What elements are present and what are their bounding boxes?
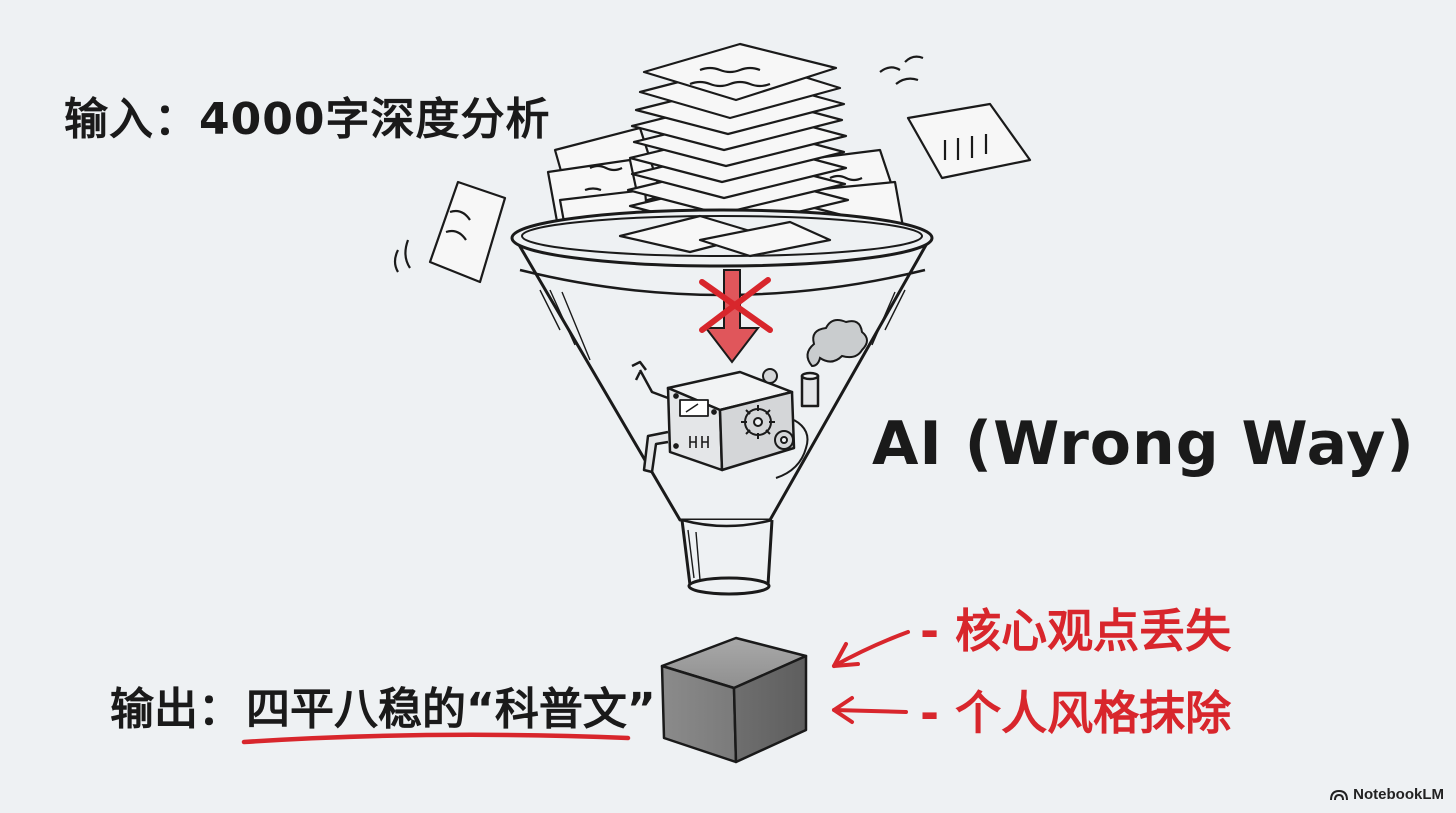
flying-paper-right-icon	[879, 55, 1032, 180]
cube-icon	[660, 636, 808, 764]
crossed-arrow-icon	[699, 269, 773, 364]
output-underline	[241, 732, 631, 745]
flying-paper-left-icon	[393, 180, 507, 284]
watermark-text: NotebookLM	[1353, 786, 1444, 803]
watermark-icon	[1330, 789, 1349, 800]
output-text: 四平八稳的“科普文”	[246, 684, 656, 735]
output-prefix: 输出：	[110, 684, 242, 735]
loss-note-core-ideas: - 核心观点丢失	[920, 604, 1232, 658]
gear-icon	[741, 368, 794, 450]
loss-arrow-2	[832, 696, 908, 724]
smoke-icon	[806, 319, 868, 368]
ai-label: AI (Wrong Way)	[872, 409, 1415, 479]
paper-entering-icon	[618, 214, 832, 258]
watermark: NotebookLM	[1330, 786, 1444, 803]
machine-icon	[631, 360, 820, 479]
loss-arrow-1	[832, 630, 910, 668]
input-label: 输入：4000字深度分析	[64, 94, 551, 145]
loss-note-personal-style: - 个人风格抹除	[920, 686, 1232, 740]
